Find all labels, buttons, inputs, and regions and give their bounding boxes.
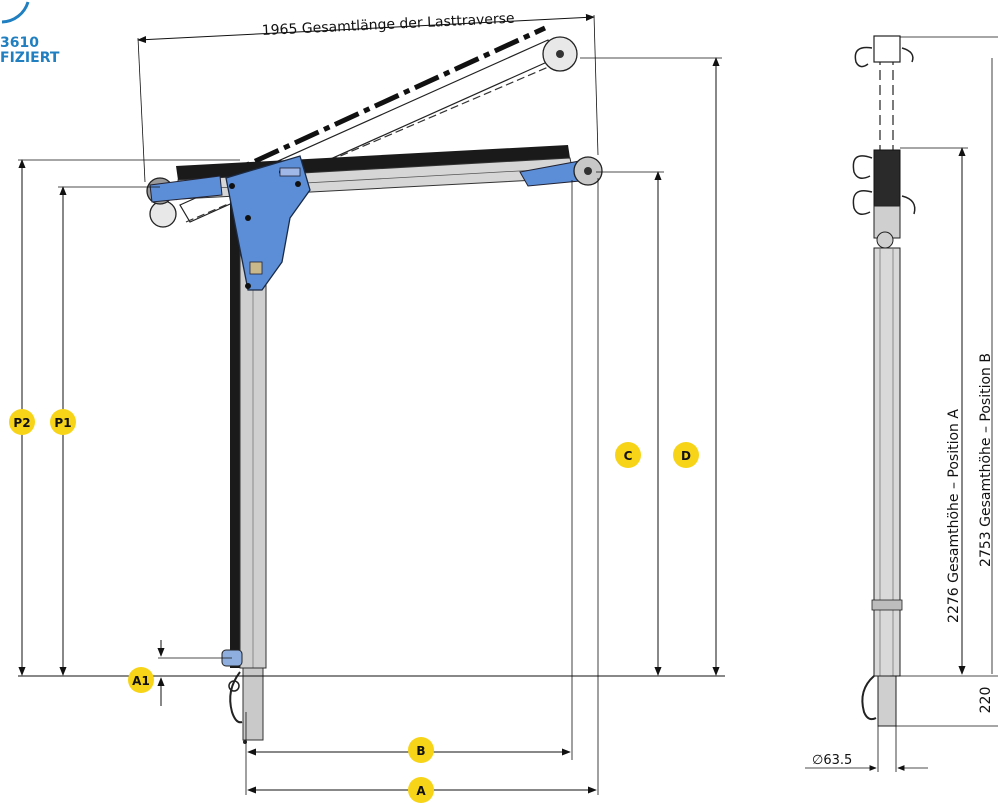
diameter-label: ∅63.5 [812, 753, 852, 768]
marker-a [408, 777, 434, 803]
height-position-a-label: 2276 Gesamthöhe – Position A [946, 409, 962, 623]
marker-d [673, 442, 699, 468]
certification-line-1: 3610 [0, 35, 39, 51]
marker-a-label: A [416, 784, 426, 798]
boom-arm [146, 145, 603, 205]
height-dimension-position-b: 2753 Gesamthöhe – Position B [900, 36, 998, 674]
marker-a1 [128, 667, 154, 693]
marker-d-label: D [681, 449, 691, 463]
dimension-d: D [580, 57, 722, 676]
dimension-b: B [247, 737, 571, 763]
bracket-plate [225, 155, 311, 291]
marker-p1 [50, 409, 76, 435]
side-view-mast [852, 35, 916, 727]
height-dimension-p1: P1 [50, 186, 160, 676]
insert-depth-label: 220 [978, 687, 994, 714]
marker-p1-label: P1 [54, 416, 71, 430]
marker-p2-label: P2 [13, 416, 30, 430]
marker-p2 [9, 409, 35, 435]
certification-line-2: FIZIERT [0, 50, 60, 66]
marker-c [615, 442, 641, 468]
diameter-dimension: ∅63.5 [805, 726, 928, 772]
marker-b-label: B [416, 744, 425, 758]
dimension-c: C [596, 171, 664, 676]
beam-length-label: 1965 Gesamtlänge der Lasttraverse [261, 11, 515, 39]
height-position-b-label: 2753 Gesamthöhe – Position B [978, 353, 994, 567]
marker-b [408, 737, 434, 763]
marker-a1-label: A1 [132, 674, 150, 688]
dimension-a: A [247, 777, 597, 803]
marker-c-label: C [624, 449, 633, 463]
logo-ring-icon [1, 1, 30, 24]
height-dimension-position-a: 2276 Gesamthöhe – Position A [900, 147, 968, 675]
dimension-a1: A1 [128, 640, 232, 706]
certification-badge: 3610 FIZIERT [0, 36, 59, 66]
height-dimension-p2: P2 [9, 159, 240, 676]
